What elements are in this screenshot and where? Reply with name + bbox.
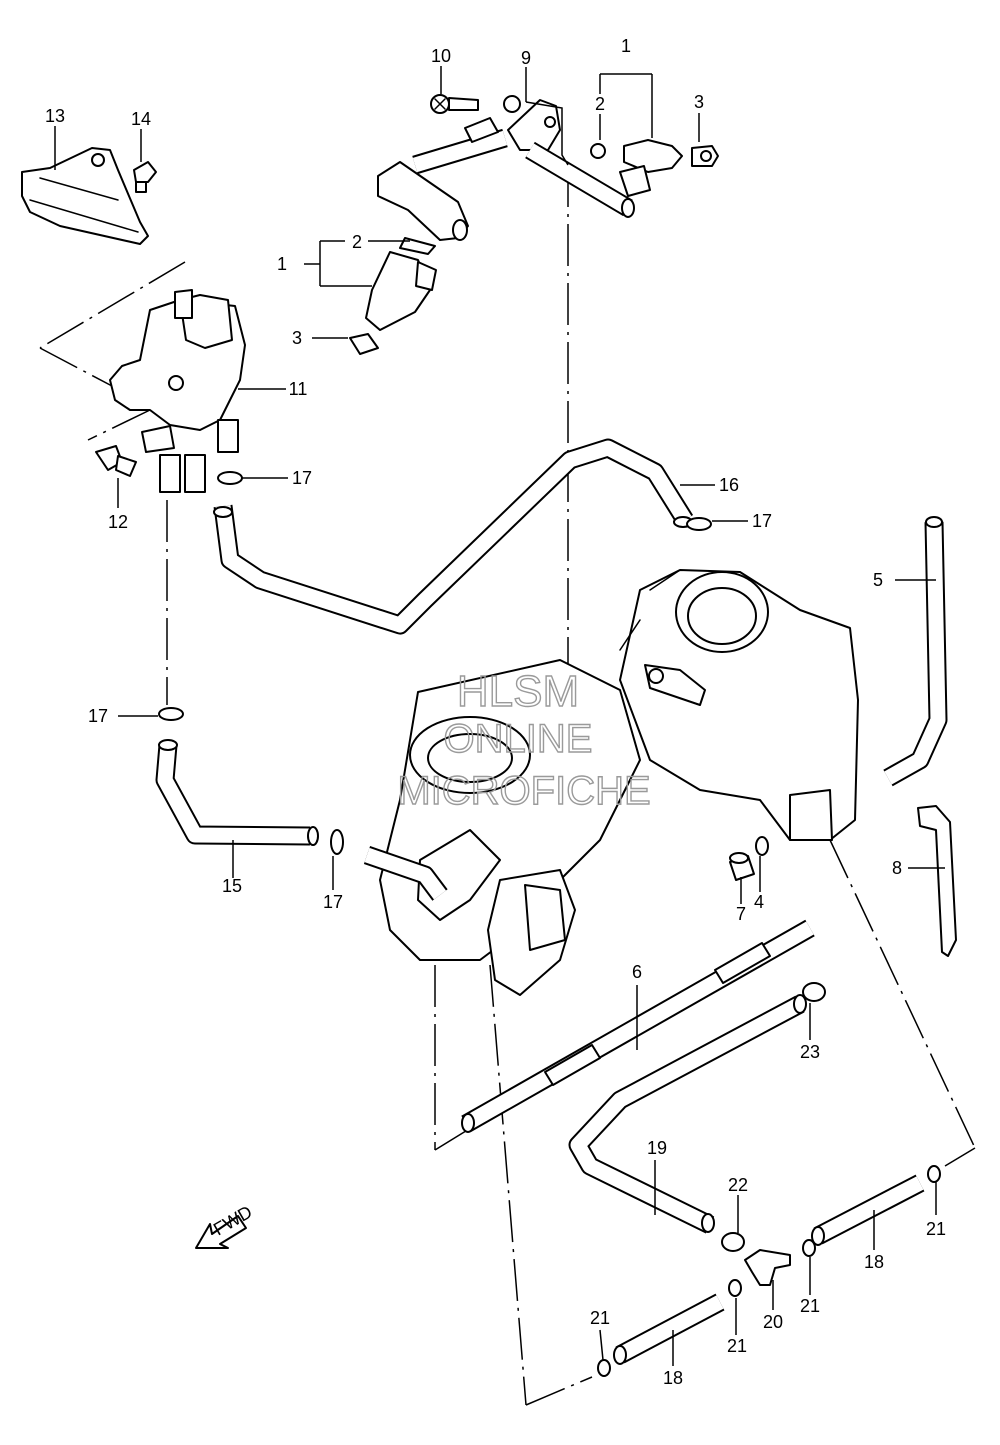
callout-2: 2 [595, 94, 605, 114]
callout-7: 7 [736, 904, 746, 924]
watermark-line-1: HLSM [457, 667, 579, 716]
callout-labels: 1 2 3 9 10 1 2 3 13 14 11 12 17 16 17 5 … [45, 36, 946, 1388]
callout-17: 17 [292, 468, 312, 488]
callout-3: 3 [694, 92, 704, 112]
callout-2: 2 [352, 232, 362, 252]
callout-1: 1 [277, 254, 287, 274]
watermark-line-2: ONLINE [444, 717, 593, 761]
callout-11: 11 [289, 379, 308, 399]
hose-5[interactable] [883, 516, 948, 787]
fwd-arrow: FWD [195, 1202, 255, 1249]
t-joint-20[interactable] [744, 1249, 791, 1286]
bracket-13[interactable] [21, 147, 149, 245]
bolt-10[interactable] [430, 94, 479, 114]
clamp-21-set[interactable] [597, 1165, 941, 1377]
fuel-delivery-pipe[interactable] [377, 95, 635, 241]
callout-20: 20 [763, 1312, 783, 1332]
callout-12: 12 [108, 512, 128, 532]
clamp-17-set[interactable] [158, 471, 712, 855]
hose-19[interactable] [568, 994, 807, 1234]
callout-17: 17 [88, 706, 108, 726]
hose-15[interactable] [155, 739, 319, 846]
idle-air-valve-11[interactable] [109, 289, 246, 493]
callout-21: 21 [926, 1219, 946, 1239]
callout-1: 1 [621, 36, 631, 56]
callout-19: 19 [647, 1138, 667, 1158]
bolt-12[interactable] [95, 445, 137, 477]
fuel-injector-upper[interactable] [590, 139, 719, 197]
throttle-body[interactable] [363, 569, 859, 996]
callout-3: 3 [292, 328, 302, 348]
callout-15: 15 [222, 876, 242, 896]
hose-6[interactable] [461, 919, 815, 1133]
watermark: HLSM ONLINE MICROFICHE [397, 666, 652, 813]
callout-21: 21 [590, 1308, 610, 1328]
callout-18: 18 [864, 1252, 884, 1272]
callout-17: 17 [323, 892, 343, 912]
hose-18-upper[interactable] [811, 1174, 925, 1246]
cap-7[interactable] [729, 852, 755, 881]
callout-18: 18 [663, 1368, 683, 1388]
clamp-22[interactable] [721, 1232, 745, 1252]
callout-9: 9 [521, 48, 531, 68]
callout-21: 21 [727, 1336, 747, 1356]
callout-10: 10 [431, 46, 451, 66]
callout-16: 16 [719, 475, 739, 495]
callout-21: 21 [800, 1296, 820, 1316]
callout-23: 23 [800, 1042, 820, 1062]
callout-22: 22 [728, 1175, 748, 1195]
callout-13: 13 [45, 106, 65, 126]
clamp-23[interactable] [802, 982, 826, 1002]
hose-18-lower[interactable] [613, 1293, 725, 1365]
watermark-line-3: MICROFICHE [397, 769, 650, 813]
callout-6: 6 [632, 962, 642, 982]
callout-8: 8 [892, 858, 902, 878]
fuel-injector-lower[interactable] [349, 237, 437, 355]
callout-4: 4 [754, 892, 764, 912]
clamp-8[interactable] [917, 805, 957, 957]
hose-16[interactable] [213, 438, 694, 635]
clamp-4[interactable] [755, 836, 769, 856]
bolt-14[interactable] [133, 161, 157, 193]
callout-14: 14 [131, 109, 151, 129]
callout-17: 17 [752, 511, 772, 531]
leader-lines [54, 66, 945, 1366]
callout-5: 5 [873, 570, 883, 590]
